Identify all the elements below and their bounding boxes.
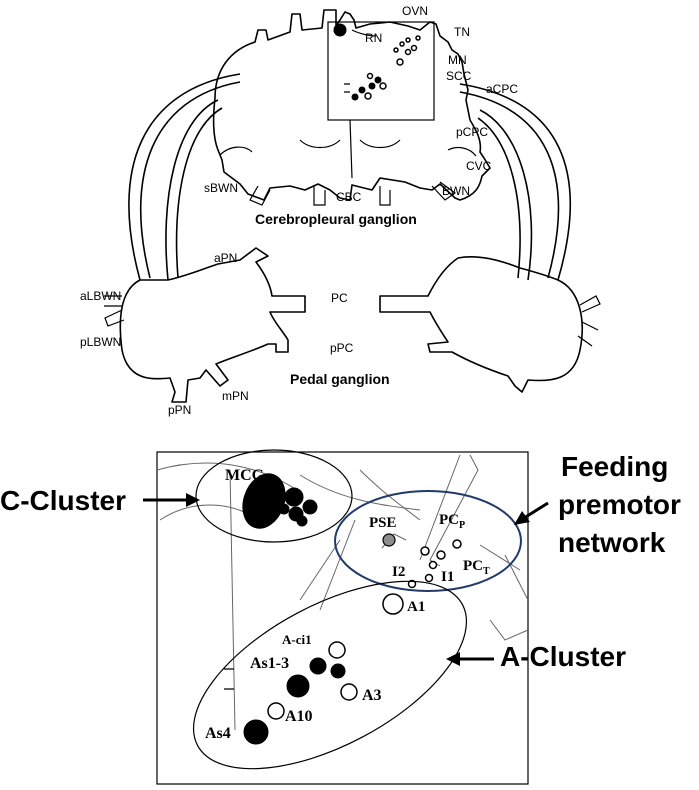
c-cluster-ellipse	[195, 449, 353, 543]
label-as13: As1-3	[250, 655, 289, 672]
label-pcp: PCP	[439, 512, 465, 531]
inset-cell	[366, 72, 374, 80]
label-acpc: aCPC	[486, 82, 518, 96]
label-rn: RN	[365, 31, 382, 45]
inset-cell	[364, 92, 372, 100]
right-pedal-ganglion	[379, 255, 601, 393]
as13-neuron	[330, 663, 346, 679]
label-tn: TN	[454, 25, 470, 39]
label-mpn: mPN	[222, 389, 249, 403]
c-cluster-neuron	[302, 499, 318, 515]
label-a3: A3	[362, 687, 382, 704]
as13-neuron	[286, 674, 310, 698]
a-cluster-cells	[224, 593, 404, 745]
a-cluster-ellipse	[192, 580, 468, 770]
inset-cell	[405, 37, 411, 43]
label-albwn: aLBWN	[80, 289, 121, 303]
a3-neuron	[340, 683, 358, 701]
feeding-network-ellipse	[334, 490, 522, 592]
label-pse: PSE	[369, 515, 397, 531]
inset-cell	[351, 93, 359, 101]
inset-cell	[374, 76, 382, 84]
label-mcg: MCG	[225, 467, 265, 484]
connectives	[128, 73, 571, 281]
mcg-cells	[242, 473, 318, 529]
label-a1: A1	[407, 599, 425, 615]
network-neuron	[436, 550, 446, 560]
label-i1: I1	[441, 569, 454, 585]
nerve-labels: OVN RN TN MN SCC aCPC pCPC CVC BWN CBC s…	[80, 4, 518, 417]
pedal-title: Pedal ganglion	[290, 371, 390, 387]
inset-cell	[368, 82, 376, 90]
label-plbwn: pLBWN	[80, 335, 121, 349]
feeding-arrow	[523, 501, 549, 520]
inset-cell	[393, 47, 399, 53]
cerebropleural-ganglion-outline	[212, 9, 491, 206]
label-pc: PC	[331, 291, 348, 305]
aci1-neuron	[328, 641, 346, 659]
label-pct: PCT	[463, 558, 490, 577]
a-cluster-arrowhead	[446, 652, 460, 666]
c-cluster-neuron	[278, 503, 290, 515]
inset-box	[327, 21, 435, 121]
label-mn: MN	[448, 53, 467, 67]
c-cluster-neuron	[296, 515, 308, 527]
magnified-inset-frame	[156, 451, 529, 785]
c-cluster-arrowhead	[186, 493, 200, 507]
left-pedal-ganglion	[104, 247, 306, 403]
c-cluster-neuron	[284, 487, 304, 507]
feeding-network-cells	[382, 533, 462, 589]
label-ppn: pPN	[168, 403, 191, 417]
i1-neuron	[424, 573, 434, 583]
feeding-arrowhead	[514, 511, 530, 525]
label-cbc: CBC	[336, 190, 362, 204]
inset-cell	[410, 44, 418, 52]
inset-cell	[358, 86, 366, 94]
feeding-callout-line3: network	[558, 527, 666, 558]
as13-neuron	[309, 657, 327, 675]
c-cluster-callout: C-Cluster	[0, 485, 126, 516]
label-i2: I2	[392, 564, 405, 580]
cerebropleural-title: Cerebropleural ganglion	[255, 211, 417, 227]
label-ppc: pPC	[330, 341, 354, 355]
label-aci1: A-ci1	[282, 632, 312, 647]
feeding-callout-line1: Feeding	[561, 451, 668, 482]
label-ovn: OVN	[402, 4, 428, 18]
a1-neuron	[382, 593, 404, 615]
label-sbwn: sBWN	[204, 181, 238, 195]
feeding-callout-line2: premotor	[558, 489, 681, 520]
network-neuron	[452, 539, 462, 549]
inset-cell	[404, 48, 412, 56]
network-neuron	[428, 560, 438, 570]
network-neuron	[420, 546, 430, 556]
i2-neuron	[407, 579, 417, 589]
inset-cell	[379, 82, 387, 90]
inset-cell	[399, 41, 405, 47]
inset-cell	[396, 58, 404, 66]
label-scc: SCC	[446, 69, 472, 83]
label-a10: A10	[285, 708, 313, 725]
a-cluster-callout: A-Cluster	[500, 641, 626, 672]
as4-neuron	[243, 719, 269, 745]
label-cvc: CVC	[466, 159, 492, 173]
callouts: C-Cluster Feeding premotor network A-Clu…	[0, 451, 681, 672]
label-bwn: BWN	[442, 184, 470, 198]
a10-neuron	[267, 702, 285, 720]
pse-neuron	[382, 533, 396, 547]
inset-cell	[415, 35, 421, 41]
mcg-cell-dot	[333, 23, 347, 37]
label-pcpc: pCPC	[456, 125, 488, 139]
label-as4: As4	[205, 725, 231, 742]
label-apn: aPN	[214, 251, 237, 265]
